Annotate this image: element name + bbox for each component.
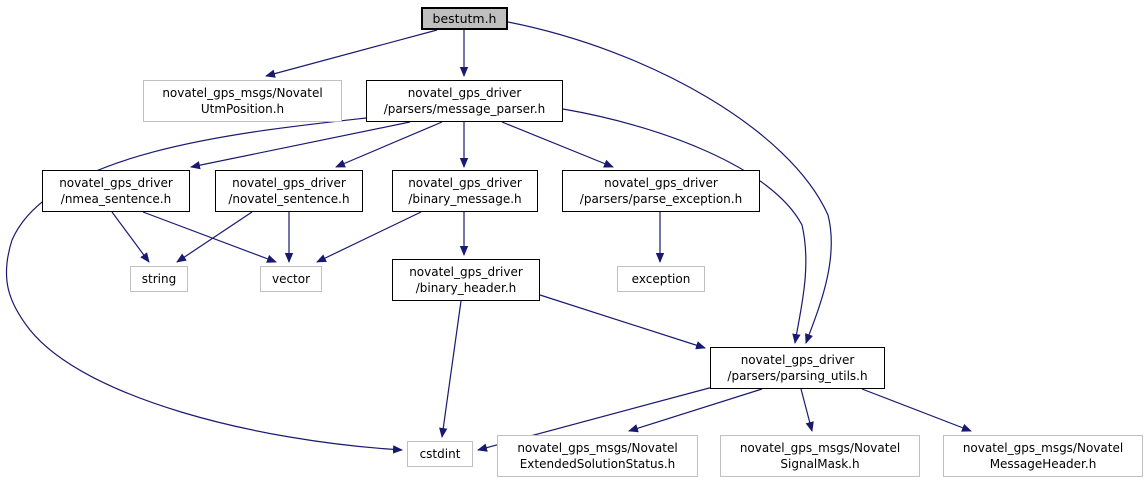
node-vector: vector [260, 266, 322, 292]
node-bestutm-h: bestutm.h [421, 7, 508, 30]
edge-bestutm-utm-position [265, 29, 438, 78]
node-message-header-h: novatel_gps_msgs/Novatel MessageHeader.h [943, 435, 1143, 477]
edge-parsing-utils-extended-solution-status [628, 388, 763, 433]
node-novatel-utm-position-h: novatel_gps_msgs/Novatel UtmPosition.h [143, 80, 342, 122]
edge-binary-header-parsing-utils [539, 294, 706, 350]
node-message-parser-h[interactable]: novatel_gps_driver /parsers/message_pars… [366, 80, 563, 122]
node-signal-mask-h: novatel_gps_msgs/Novatel SignalMask.h [720, 435, 920, 477]
edge-nmea-sentence-string [111, 211, 150, 263]
edge-bestutm-parsing-utils [507, 21, 832, 344]
edge-message-parser-parse-exception [501, 121, 614, 168]
node-binary-message-h[interactable]: novatel_gps_driver /binary_message.h [392, 170, 538, 212]
node-parsing-utils-h[interactable]: novatel_gps_driver /parsers/parsing_util… [710, 347, 885, 389]
edge-binary-header-cstdint [439, 300, 462, 438]
node-extended-solution-status-h: novatel_gps_msgs/Novatel ExtendedSolutio… [497, 435, 698, 477]
node-binary-header-h[interactable]: novatel_gps_driver /binary_header.h [392, 259, 540, 301]
node-parse-exception-h[interactable]: novatel_gps_driver /parsers/parse_except… [562, 170, 760, 212]
node-string: string [130, 266, 188, 292]
node-cstdint: cstdint [407, 441, 473, 467]
edge-message-parser-nmea-sentence [190, 121, 411, 170]
edge-message-parser-novatel-sentence [335, 121, 443, 168]
edge-nmea-sentence-vector [142, 211, 277, 263]
node-exception: exception [617, 266, 705, 292]
node-novatel-sentence-h[interactable]: novatel_gps_driver /novatel_sentence.h [215, 170, 363, 212]
edge-parsing-utils-message-header [861, 388, 972, 432]
edge-parsing-utils-signal-mask [800, 388, 814, 432]
node-nmea-sentence-h[interactable]: novatel_gps_driver /nmea_sentence.h [42, 170, 190, 212]
edge-message-parser-parsing-utils [562, 108, 807, 344]
edge-novatel-sentence-string [176, 211, 253, 263]
edge-message-parser-cstdint [5, 117, 403, 454]
edge-binary-message-vector [316, 211, 422, 263]
